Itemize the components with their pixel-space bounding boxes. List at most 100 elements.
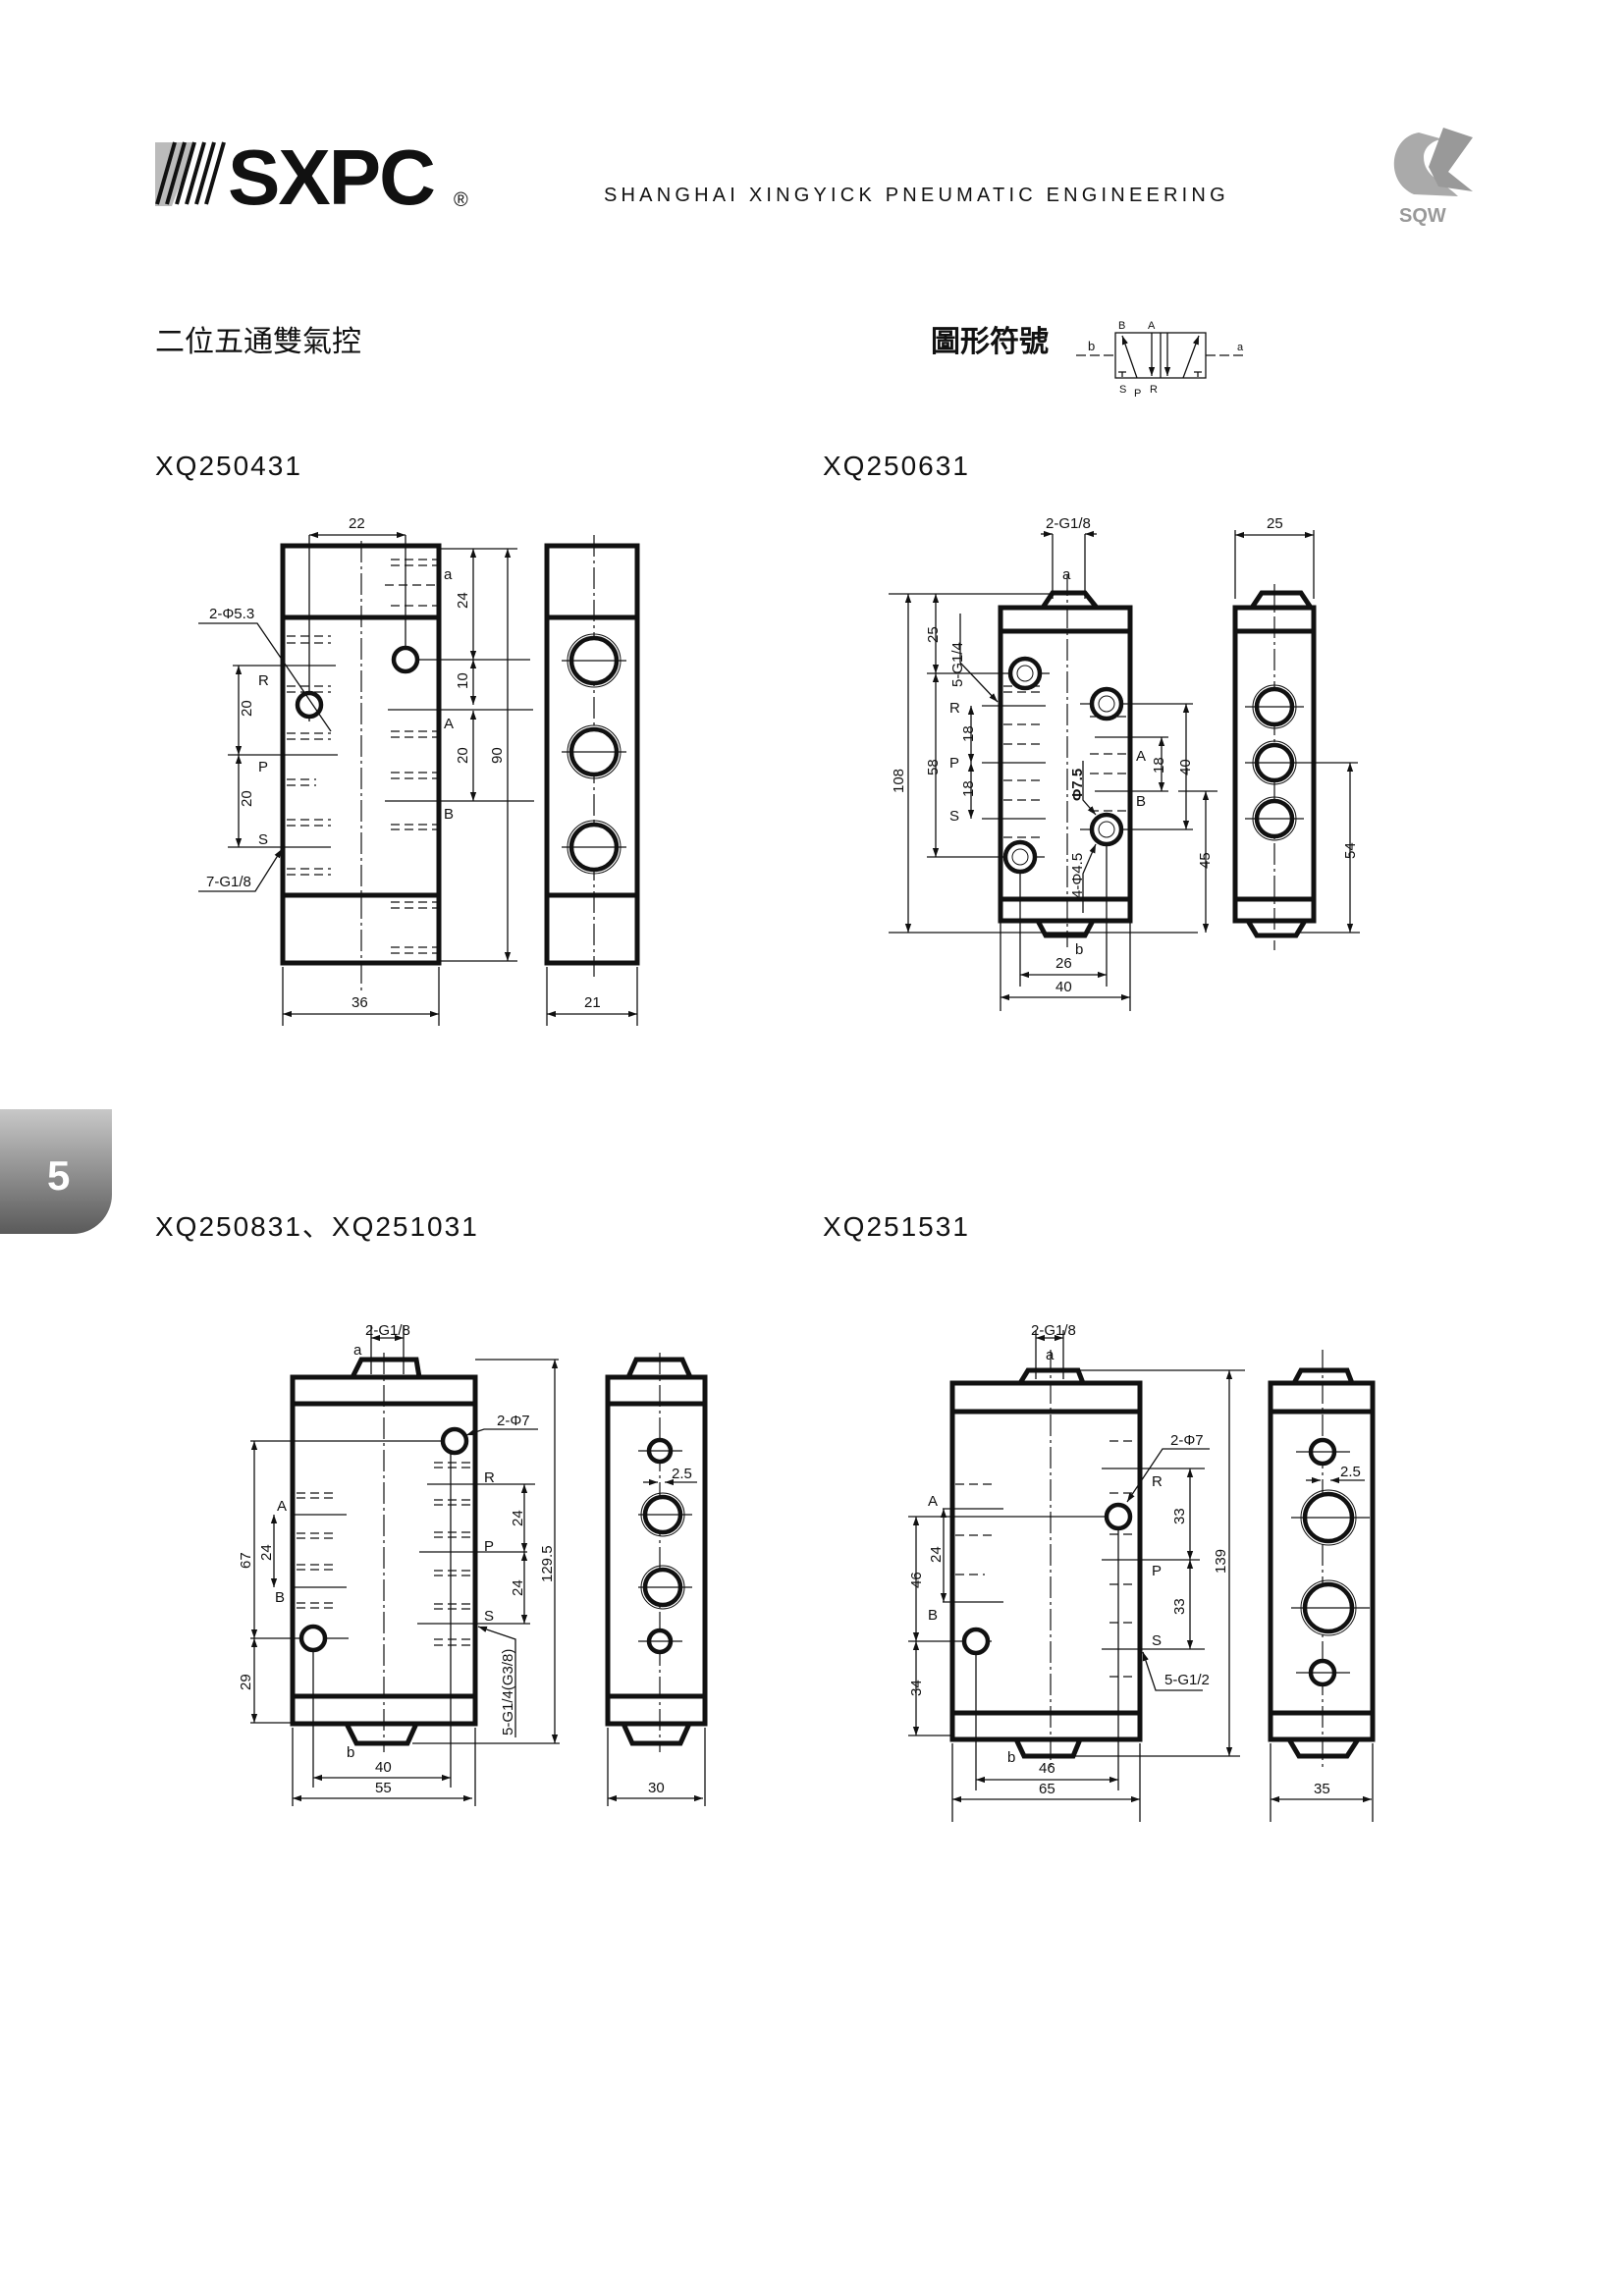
bore-callout: Φ7.5 <box>1069 769 1086 801</box>
valve-symbol: B A S P R b a <box>1076 320 1245 400</box>
dim-2-5: 2.5 <box>1340 1464 1361 1480</box>
dim-54: 54 <box>1342 842 1359 859</box>
port-R-label: R <box>484 1469 495 1486</box>
dim-34: 34 <box>908 1680 925 1696</box>
port-B-label: B <box>928 1607 938 1624</box>
symbol-port-A: A <box>1148 320 1156 332</box>
dim-46-vertical: 46 <box>908 1572 925 1588</box>
port-R-label: R <box>949 700 960 717</box>
port-callout: 7-G1/8 <box>206 874 251 890</box>
sqw-logo: SQW <box>1393 128 1473 227</box>
dim-36: 36 <box>352 994 368 1011</box>
dim-40: 40 <box>1055 979 1072 995</box>
symbol-port-P: P <box>1134 388 1141 400</box>
chapter-tab: 5 <box>0 1109 112 1234</box>
dim-25-width: 25 <box>1267 515 1283 532</box>
dim-20-rp: 20 <box>239 700 255 717</box>
port-A-label: A <box>444 716 454 732</box>
dim-26: 26 <box>1055 955 1072 972</box>
dim-40-vertical: 40 <box>1177 759 1194 775</box>
symbol-port-R: R <box>1150 384 1158 396</box>
port-B-label: B <box>275 1589 285 1606</box>
dim-65: 65 <box>1039 1781 1055 1797</box>
port-P-label: P <box>1152 1563 1162 1579</box>
chapter-number: 5 <box>47 1152 71 1199</box>
dim-22: 22 <box>349 515 365 532</box>
dim-33-ps: 33 <box>1171 1598 1188 1615</box>
pilot-port-callout: 2-G1/8 <box>1031 1322 1076 1339</box>
port-R-label: R <box>1152 1473 1163 1490</box>
port-R-label: R <box>258 672 269 689</box>
hole-callout: 2-Φ7 <box>497 1413 530 1429</box>
dim-24-ab: 24 <box>258 1544 275 1561</box>
port-P-label: P <box>258 759 268 775</box>
model-title-2: XQ250631 <box>823 451 970 481</box>
sxpc-logo: SXPC ® <box>155 133 468 221</box>
hole-callout: 2-Φ7 <box>1170 1432 1204 1449</box>
pilot-port-callout: 2-G1/8 <box>365 1322 410 1339</box>
pilot-a-label: a <box>353 1342 362 1359</box>
pilot-b-label: b <box>1075 941 1083 958</box>
dim-30: 30 <box>648 1780 665 1796</box>
dim-21: 21 <box>584 994 601 1011</box>
dim-129-5: 129.5 <box>539 1545 556 1582</box>
port-P-label: P <box>949 755 959 772</box>
dim-24-ps: 24 <box>510 1579 526 1596</box>
symbol-port-B: B <box>1118 320 1125 332</box>
drawing-xq251531: 33 33 139 R P S 46 34 24 A B a b 2-G1/8 … <box>908 1322 1376 1822</box>
symbol-pilot-b: b <box>1088 339 1095 353</box>
dim-40: 40 <box>375 1759 392 1776</box>
symbol-port-S: S <box>1119 384 1126 396</box>
dim-18-rp: 18 <box>960 725 977 742</box>
dim-67: 67 <box>238 1552 254 1569</box>
model-title-4: XQ251531 <box>823 1211 970 1242</box>
dim-25: 25 <box>925 626 942 643</box>
port-A-label: A <box>1136 748 1146 765</box>
dim-20-ab: 20 <box>455 747 471 764</box>
port-callout: 5-G1/4(G3/8) <box>500 1649 516 1735</box>
pilot-b-label: b <box>347 1744 354 1761</box>
symbol-pilot-a: a <box>1237 342 1244 353</box>
port-B-label: B <box>444 806 454 823</box>
hole-callout: 2-Φ5.3 <box>209 606 254 622</box>
drawing-xq250431: 22 24 10 20 90 a A B 20 20 R P S 2-Φ5.3 … <box>198 515 640 1026</box>
hole-callout: 4-Φ4.5 <box>1069 853 1086 898</box>
dim-46: 46 <box>1039 1760 1055 1777</box>
company-name: SHANGHAI XINGYICK PNEUMATIC ENGINEERING <box>604 185 1229 206</box>
pilot-a-label: a <box>1046 1347 1055 1363</box>
port-callout: 5-G1/2 <box>1164 1672 1210 1688</box>
port-a-label: a <box>444 566 453 583</box>
port-S-label: S <box>258 831 268 848</box>
symbol-label: 圖形符號 <box>931 326 1049 358</box>
drawing-xq250631: 2-G1/8 a b 108 25 58 18 18 R P S A B 18 … <box>889 515 1360 1011</box>
port-S-label: S <box>1152 1632 1162 1649</box>
port-A-label: A <box>277 1498 287 1515</box>
dim-139: 139 <box>1213 1549 1229 1574</box>
dim-24-rp: 24 <box>510 1510 526 1526</box>
dim-55: 55 <box>375 1780 392 1796</box>
port-B-label: B <box>1136 793 1146 810</box>
dim-24-ab: 24 <box>928 1546 945 1563</box>
dim-20-ps: 20 <box>239 790 255 807</box>
dim-24: 24 <box>455 592 471 609</box>
dim-58: 58 <box>925 759 942 775</box>
dim-35: 35 <box>1314 1781 1330 1797</box>
port-P-label: P <box>484 1538 494 1555</box>
page-title: 二位五通雙氣控 <box>155 326 361 358</box>
pilot-port-callout: 2-G1/8 <box>1046 515 1091 532</box>
dim-90: 90 <box>489 747 506 764</box>
port-A-label: A <box>928 1493 938 1510</box>
dim-18-ps: 18 <box>960 780 977 797</box>
drawing-xq250831-xq251031: 24 24 129.5 R P S 67 29 24 A B a b 2-G1/… <box>238 1322 708 1806</box>
dim-33-rp: 33 <box>1171 1508 1188 1524</box>
port-S-label: S <box>484 1608 494 1625</box>
model-title-1: XQ250431 <box>155 451 302 481</box>
port-callout: 5-G1/4 <box>949 642 966 687</box>
pilot-a-label: a <box>1062 566 1071 583</box>
brand-text: SXPC <box>228 133 434 221</box>
dim-29: 29 <box>238 1674 254 1690</box>
dim-45: 45 <box>1197 852 1214 869</box>
model-title-3: XQ250831、XQ251031 <box>155 1211 479 1242</box>
pilot-b-label: b <box>1007 1749 1015 1766</box>
